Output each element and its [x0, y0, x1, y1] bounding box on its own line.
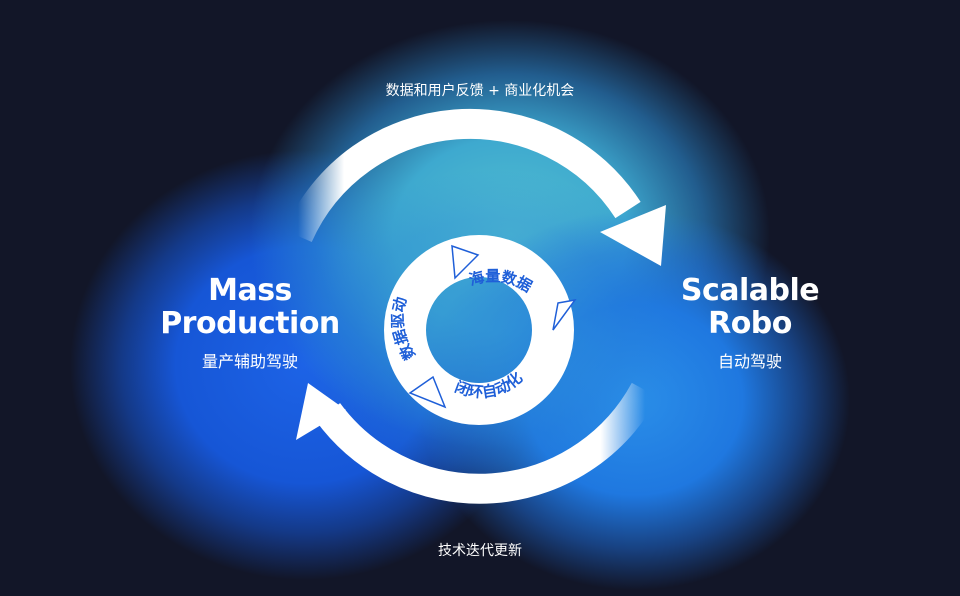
top-caption: 数据和用户反馈 + 商业化机会 [385, 83, 575, 99]
scalable-robo-title: Scalable Robo [635, 274, 865, 340]
outer-arrow-bottom [296, 382, 659, 504]
bottom-caption: 技术迭代更新 [438, 543, 522, 559]
mass-production-subtitle: 量产辅助驾驶 [201, 352, 298, 371]
scalable-robo-subtitle: 自动驾驶 [717, 352, 782, 371]
outer-arrow-top [284, 108, 666, 266]
mass-production-title: Mass Production [130, 274, 370, 340]
robo-title-line1: Scalable [680, 273, 820, 308]
mass-title-line2: Production [160, 306, 340, 341]
inner-cycle-ring [384, 235, 577, 425]
mass-title-line1: Mass [208, 273, 292, 308]
robo-title-line2: Robo [708, 306, 792, 341]
